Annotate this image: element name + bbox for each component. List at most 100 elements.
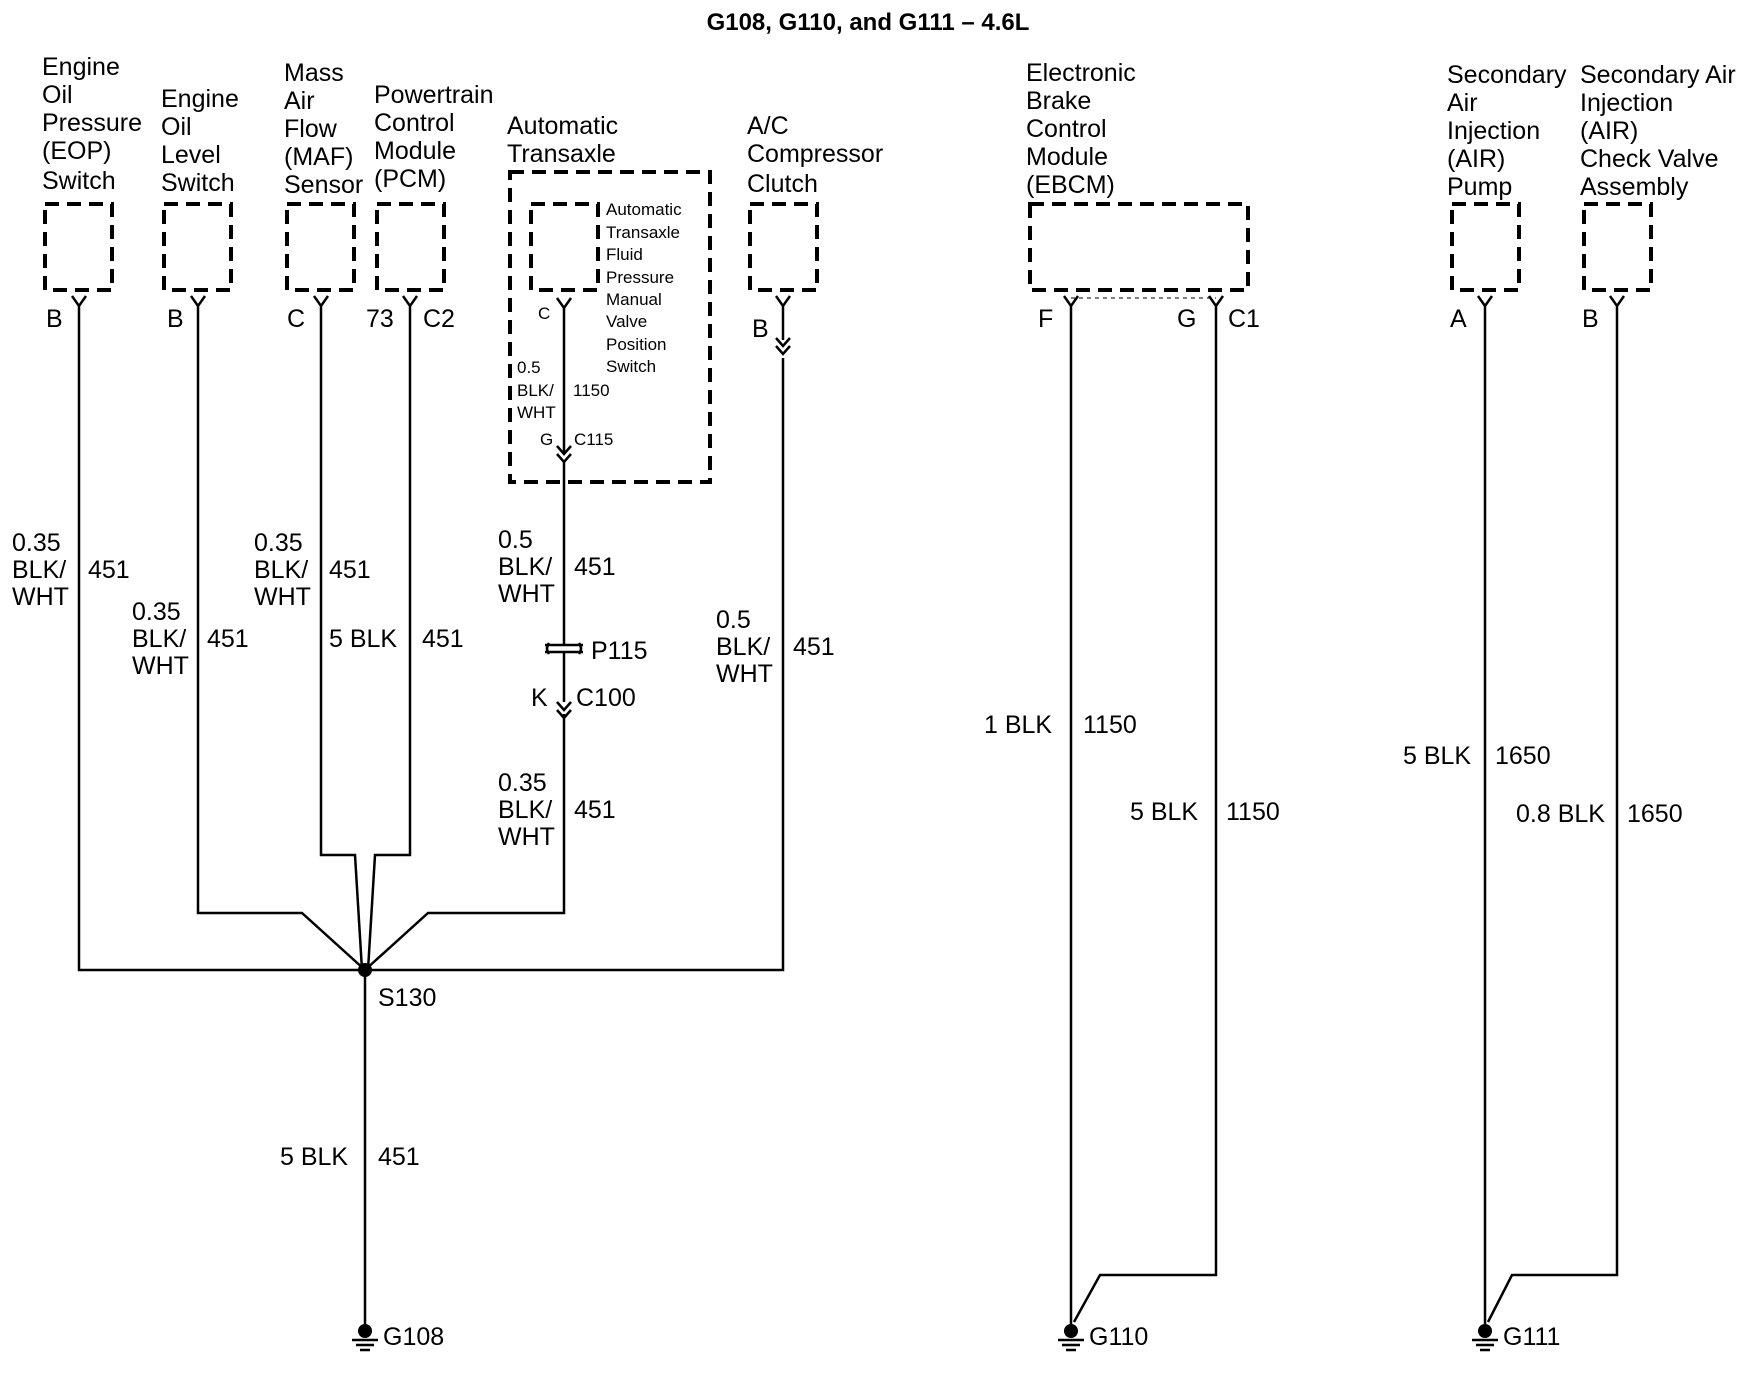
svg-text:Oil: Oil <box>42 81 73 109</box>
oil-level-wire-label: 0.35 BLK/ WHT 451 <box>132 598 249 680</box>
ebcm-pin-g: G <box>1177 305 1196 333</box>
svg-text:1650: 1650 <box>1627 800 1683 828</box>
svg-text:(AIR): (AIR) <box>1580 117 1638 145</box>
svg-text:Transaxle: Transaxle <box>606 223 680 242</box>
c100-pin: K <box>531 684 548 712</box>
svg-text:0.5: 0.5 <box>517 358 541 377</box>
ebcm-f-wire-label: 1 BLK 1150 <box>984 711 1137 739</box>
svg-text:(MAF): (MAF) <box>284 143 353 171</box>
svg-text:Air: Air <box>284 87 315 115</box>
g111-wire-group <box>1483 316 1619 1325</box>
p115-passthrough-symbol <box>545 642 583 655</box>
svg-text:Injection: Injection <box>1580 89 1673 117</box>
pcm-wire-label: 5 BLK 451 <box>329 625 464 653</box>
svg-text:Switch: Switch <box>161 169 235 197</box>
svg-text:Mass: Mass <box>284 59 344 87</box>
maf-sensor-box <box>285 202 356 292</box>
svg-text:Sensor: Sensor <box>284 171 363 199</box>
air-valve-pin: B <box>1582 305 1599 333</box>
svg-text:Manual: Manual <box>606 290 662 309</box>
g110-wire-group <box>1069 316 1218 1325</box>
svg-text:Control: Control <box>374 109 455 137</box>
svg-text:Injection: Injection <box>1447 117 1540 145</box>
svg-text:Engine: Engine <box>42 53 120 81</box>
eop-pin: B <box>46 305 63 333</box>
svg-text:1150: 1150 <box>573 381 610 400</box>
svg-text:0.5: 0.5 <box>716 606 751 634</box>
svg-text:1650: 1650 <box>1495 742 1551 770</box>
svg-text:Powertrain: Powertrain <box>374 81 494 109</box>
g110-ground-icon <box>1058 1324 1084 1352</box>
air-pump-box <box>1450 202 1521 292</box>
maf-pin: C <box>287 305 305 333</box>
svg-text:BLK/: BLK/ <box>132 625 186 653</box>
oil-level-switch-label: Engine Oil Level Switch <box>161 85 239 197</box>
svg-text:WHT: WHT <box>498 823 555 851</box>
tfp-switch-label: Automatic Transaxle Fluid Pressure Manua… <box>606 200 682 376</box>
svg-text:Position: Position <box>606 335 666 354</box>
g110-label: G110 <box>1089 1323 1148 1351</box>
svg-text:Pressure: Pressure <box>42 109 142 137</box>
svg-text:451: 451 <box>422 625 464 653</box>
svg-text:Assembly: Assembly <box>1580 173 1689 201</box>
pcm-connector: C2 <box>423 305 455 333</box>
transaxle-lower-wire-label: 0.35 BLK/ WHT 451 <box>498 769 616 851</box>
tfp-switch-box <box>529 202 600 292</box>
svg-text:Clutch: Clutch <box>747 170 818 198</box>
svg-text:Level: Level <box>161 141 221 169</box>
g108-ground-icon <box>352 1324 378 1352</box>
svg-text:451: 451 <box>574 796 616 824</box>
svg-text:(PCM): (PCM) <box>374 165 446 193</box>
svg-text:Automatic: Automatic <box>606 200 682 219</box>
air-pump-wire-label: 5 BLK 1650 <box>1403 742 1551 770</box>
c115-label: C115 <box>574 430 613 449</box>
svg-text:451: 451 <box>793 633 835 661</box>
svg-text:451: 451 <box>207 625 249 653</box>
maf-sensor-label: Mass Air Flow (MAF) Sensor <box>284 59 363 199</box>
svg-text:WHT: WHT <box>12 583 69 611</box>
svg-text:Control: Control <box>1026 115 1107 143</box>
svg-text:BLK/: BLK/ <box>12 556 66 584</box>
tfp-internal-wire-label: 0.5 BLK/ WHT 1150 <box>517 358 610 422</box>
svg-text:Pressure: Pressure <box>606 268 674 287</box>
pcm-pin-number: 73 <box>366 305 394 333</box>
svg-text:Flow: Flow <box>284 115 338 143</box>
svg-text:Secondary: Secondary <box>1447 61 1567 89</box>
svg-text:1 BLK: 1 BLK <box>984 711 1052 739</box>
svg-text:Brake: Brake <box>1026 87 1091 115</box>
air-check-valve-label: Secondary Air Injection (AIR) Check Valv… <box>1580 61 1736 201</box>
svg-text:Transaxle: Transaxle <box>507 140 616 168</box>
svg-text:Check Valve: Check Valve <box>1580 145 1719 173</box>
svg-text:Engine: Engine <box>161 85 239 113</box>
svg-text:1150: 1150 <box>1083 711 1137 739</box>
svg-text:0.8 BLK: 0.8 BLK <box>1516 800 1605 828</box>
ac-wire-label: 0.5 BLK/ WHT 451 <box>716 606 835 688</box>
svg-text:0.35: 0.35 <box>254 529 303 557</box>
air-valve-wire-label: 0.8 BLK 1650 <box>1516 800 1683 828</box>
svg-text:WHT: WHT <box>517 403 556 422</box>
svg-text:WHT: WHT <box>498 580 555 608</box>
svg-text:BLK/: BLK/ <box>517 381 554 400</box>
svg-text:1150: 1150 <box>1226 798 1280 826</box>
c115-connector-symbol <box>556 445 572 464</box>
eop-switch-label: Engine Oil Pressure (EOP) Switch <box>42 53 142 195</box>
tfp-pin: C <box>538 304 550 323</box>
c100-label: C100 <box>576 684 636 712</box>
svg-text:BLK/: BLK/ <box>254 556 308 584</box>
g108-wire-group <box>77 316 785 1325</box>
ac-pin: B <box>752 315 769 343</box>
s130-label: S130 <box>378 984 436 1012</box>
air-pump-label: Secondary Air Injection (AIR) Pump <box>1447 61 1567 201</box>
svg-text:5 BLK: 5 BLK <box>1130 798 1198 826</box>
ebcm-box <box>1028 202 1250 292</box>
pcm-label: Powertrain Control Module (PCM) <box>374 81 494 193</box>
svg-text:Compressor: Compressor <box>747 140 883 168</box>
svg-text:Automatic: Automatic <box>507 112 618 140</box>
svg-text:BLK/: BLK/ <box>716 633 770 661</box>
svg-text:BLK/: BLK/ <box>498 796 552 824</box>
svg-text:BLK/: BLK/ <box>498 553 552 581</box>
g111-ground-icon <box>1472 1324 1498 1352</box>
svg-text:451: 451 <box>329 556 371 584</box>
terminal-forks <box>70 295 1626 318</box>
svg-text:Valve: Valve <box>606 312 647 331</box>
